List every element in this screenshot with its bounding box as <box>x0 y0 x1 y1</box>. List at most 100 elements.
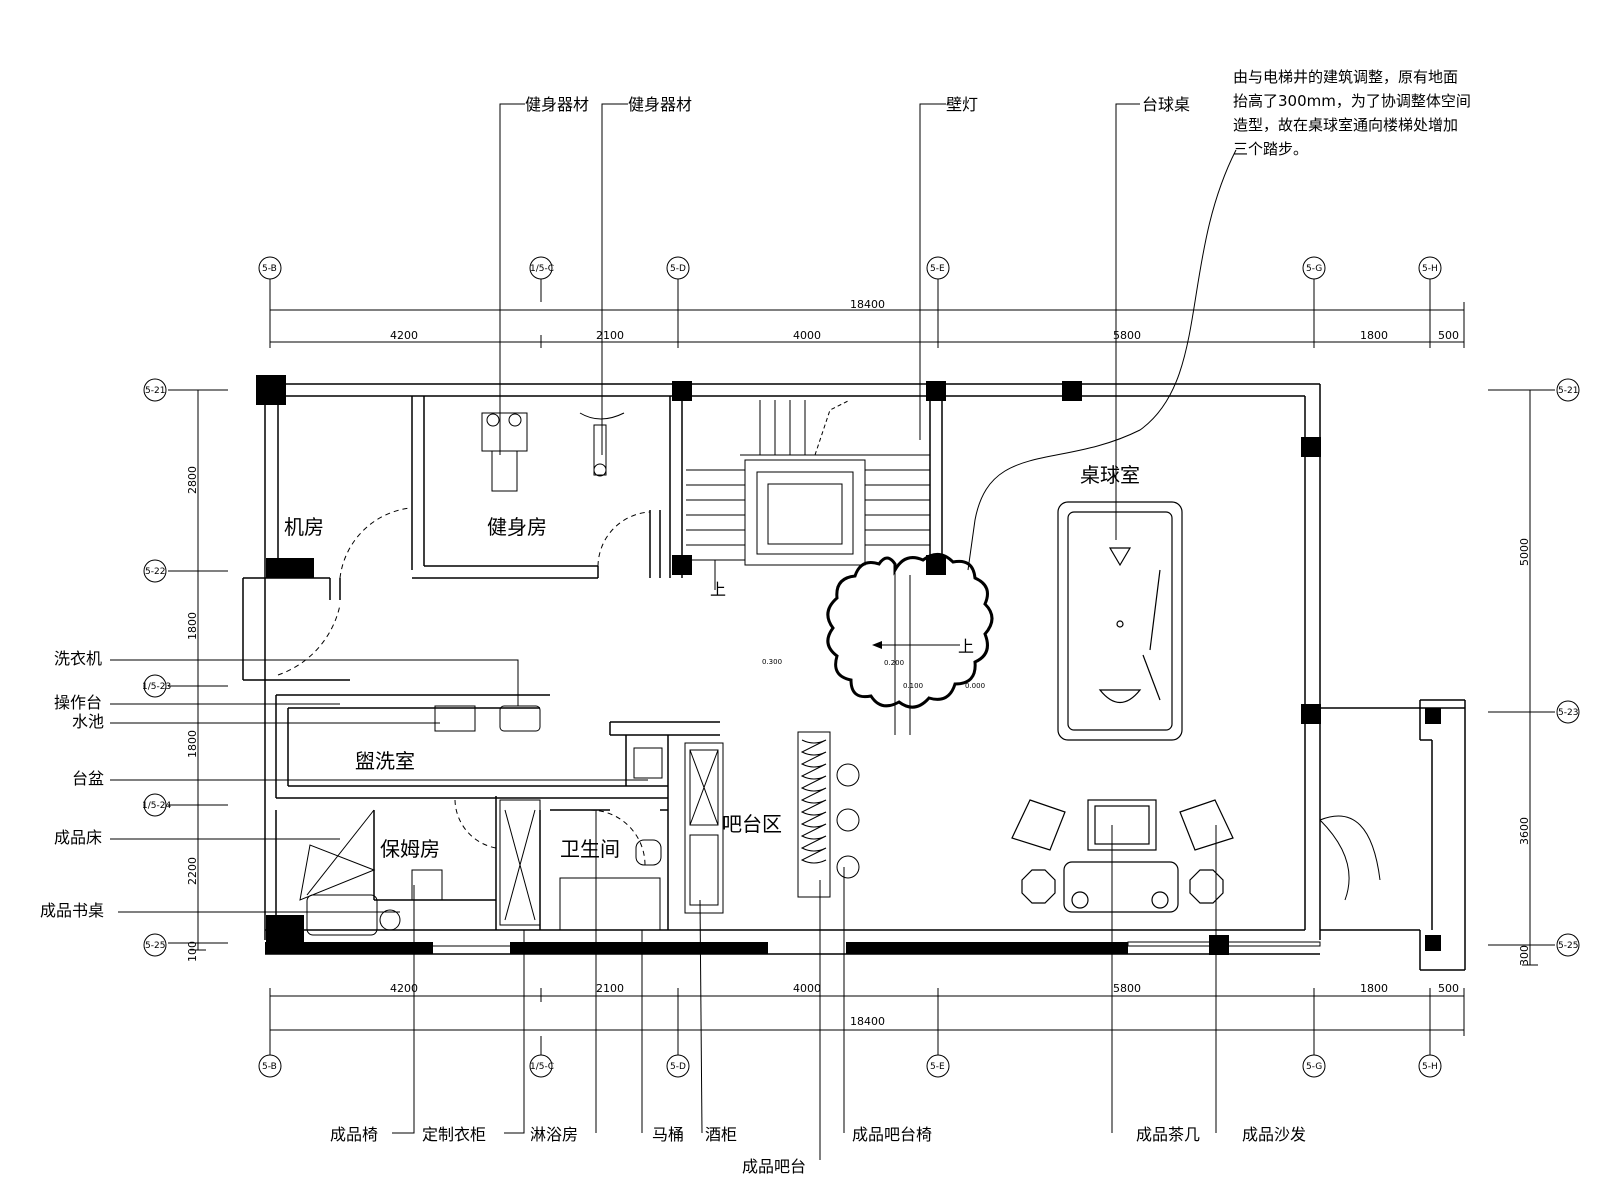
axis-bottom-5: 5-G <box>1306 1062 1322 1072</box>
walls <box>242 383 1466 971</box>
dim-bottom-total: 18400 <box>850 1015 885 1028</box>
dim-top-total: 18400 <box>850 298 885 311</box>
label-counter: 操作台 <box>54 693 102 712</box>
axis-top-2: 1/5-C <box>530 264 554 274</box>
axis-left-1: 5-21 <box>145 386 165 396</box>
dim-left-2: 1800 <box>186 612 199 640</box>
note-line-4: 三个踏步。 <box>1233 140 1308 158</box>
wine-cabinet <box>684 742 724 914</box>
cloud-up-label: 上 <box>958 637 974 656</box>
note-line-2: 抬高了300mm，为了协调整体空间 <box>1233 92 1471 110</box>
axis-right-1: 5-21 <box>1558 386 1578 396</box>
label-basin: 台盆 <box>72 769 104 788</box>
revision-cloud <box>826 553 994 709</box>
label-washer: 洗衣机 <box>54 649 102 668</box>
level-0200: 0.200 <box>884 659 904 667</box>
gym-equipment <box>481 412 625 492</box>
dim-bottom-4: 5800 <box>1113 982 1141 995</box>
label-wine: 酒柜 <box>705 1125 737 1144</box>
label-bar-counter: 成品吧台 <box>742 1157 806 1176</box>
note-line-1: 由与电梯井的建筑调整，原有地面 <box>1233 68 1458 86</box>
label-shower: 淋浴房 <box>530 1125 578 1144</box>
door-swings <box>277 507 651 866</box>
bottom-wall <box>265 941 1321 954</box>
axis-top-1: 5-B <box>262 264 277 274</box>
stair-up-label: 上 <box>710 580 726 599</box>
dim-left-3: 1800 <box>186 730 199 758</box>
room-label-billiard: 桌球室 <box>1080 463 1140 487</box>
columns <box>256 375 1441 955</box>
label-wardrobe: 定制衣柜 <box>422 1125 486 1144</box>
dim-right-2: 3600 <box>1518 817 1531 845</box>
dim-top-6: 500 <box>1438 329 1459 342</box>
french-door <box>1319 815 1381 901</box>
label-bar-stool: 成品吧台椅 <box>852 1125 932 1144</box>
dim-top-4: 5800 <box>1113 329 1141 342</box>
left-leaders <box>110 659 648 913</box>
label-tea-table: 成品茶几 <box>1136 1125 1200 1144</box>
dim-bottom-5: 1800 <box>1360 982 1388 995</box>
room-label-machine: 机房 <box>284 515 324 539</box>
dim-top-5: 1800 <box>1360 329 1388 342</box>
dim-bottom-6: 500 <box>1438 982 1459 995</box>
pool-table <box>1057 501 1183 741</box>
label-fitness-2: 健身器材 <box>628 95 692 114</box>
sofa-group <box>1011 799 1234 913</box>
label-bed: 成品床 <box>54 828 102 847</box>
axis-bottom-6: 5-H <box>1422 1062 1438 1072</box>
dim-bottom-1: 4200 <box>390 982 418 995</box>
room-label-nanny: 保姆房 <box>380 837 440 861</box>
dim-top-2: 2100 <box>596 329 624 342</box>
label-sofa: 成品沙发 <box>1242 1125 1306 1144</box>
axis-bottom-3: 5-D <box>670 1062 686 1072</box>
axis-top-6: 5-H <box>1422 264 1438 274</box>
room-label-gym: 健身房 <box>487 515 547 539</box>
level-0100: 0.100 <box>903 682 923 690</box>
label-fitness-1: 健身器材 <box>525 95 589 114</box>
note-leader <box>967 149 1237 571</box>
axis-top-3: 5-D <box>670 264 686 274</box>
room-label-wash: 盥洗室 <box>355 749 415 773</box>
bar-counter <box>797 731 860 898</box>
label-sink: 水池 <box>72 712 104 731</box>
cloud-arrowhead <box>872 641 882 649</box>
axis-bottom-1: 5-B <box>262 1062 277 1072</box>
axis-top-5: 5-G <box>1306 264 1322 274</box>
left-dimensions <box>168 389 228 951</box>
axis-bottom-4: 5-E <box>930 1062 945 1072</box>
dim-bottom-3: 4000 <box>793 982 821 995</box>
top-dimensions <box>269 302 1465 348</box>
left-axis-bubbles <box>143 378 167 957</box>
dim-left-5: 100 <box>186 941 199 962</box>
dim-bottom-2: 2100 <box>596 982 624 995</box>
label-wall-lamp: 壁灯 <box>946 95 978 114</box>
dim-left-4: 2200 <box>186 857 199 885</box>
axis-right-3: 5-25 <box>1558 941 1578 951</box>
top-leaders <box>499 103 1140 540</box>
dim-right-1: 5000 <box>1518 538 1531 566</box>
level-0000: 0.000 <box>965 682 985 690</box>
dim-left-1: 2800 <box>186 466 199 494</box>
axis-left-2: 5-22 <box>145 567 165 577</box>
right-axis-bubbles <box>1556 378 1580 957</box>
axis-top-4: 5-E <box>930 264 945 274</box>
axis-left-4: 1/5-24 <box>142 801 171 811</box>
bottom-dimensions <box>269 988 1465 1036</box>
label-pool-table: 台球桌 <box>1142 95 1190 114</box>
bottom-axis-bubbles <box>258 1036 1442 1078</box>
axis-bottom-2: 1/5-C <box>530 1062 554 1072</box>
room-label-bathroom: 卫生间 <box>560 837 620 861</box>
note-line-3: 造型，故在桌球室通向楼梯处增加 <box>1233 116 1458 134</box>
stair <box>686 399 930 590</box>
room-label-bar: 吧台区 <box>722 812 782 836</box>
axis-left-5: 5-25 <box>145 941 165 951</box>
nanny-furniture <box>299 705 663 936</box>
right-dimensions <box>1488 389 1555 966</box>
dim-top-1: 4200 <box>390 329 418 342</box>
bottom-leaders <box>392 810 1217 1160</box>
dim-right-3: 300 <box>1518 945 1531 966</box>
axis-right-2: 5-23 <box>1558 708 1578 718</box>
dim-top-3: 4000 <box>793 329 821 342</box>
label-desk: 成品书桌 <box>40 901 104 920</box>
